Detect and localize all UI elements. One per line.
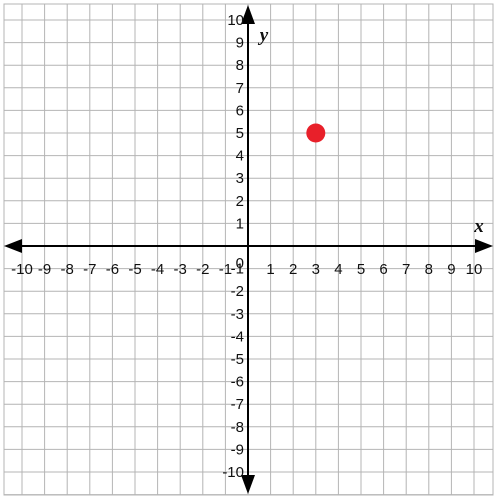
y-tick-label: -9 <box>231 441 244 458</box>
y-tick-label: 2 <box>236 193 244 210</box>
x-tick-label: -6 <box>106 261 119 278</box>
x-tick-label: 7 <box>402 261 410 278</box>
y-tick-label: -10 <box>222 464 244 481</box>
x-tick-label: -10 <box>11 261 33 278</box>
origin-label: 0 <box>236 255 244 272</box>
x-tick-label: 10 <box>466 261 483 278</box>
y-tick-label: 10 <box>227 12 244 29</box>
x-tick-label: 6 <box>379 261 387 278</box>
y-tick-label: -7 <box>231 396 244 413</box>
y-tick-label: 3 <box>236 170 244 187</box>
y-tick-label: -5 <box>231 351 244 368</box>
y-tick-label: 4 <box>236 148 244 165</box>
x-tick-label: 3 <box>312 261 320 278</box>
x-tick-label: 9 <box>447 261 455 278</box>
x-tick-label: -7 <box>83 261 96 278</box>
y-tick-label: 9 <box>236 35 244 52</box>
x-tick-label: -1 <box>219 261 232 278</box>
y-axis-arrow-up <box>241 5 255 24</box>
y-tick-label: -8 <box>231 419 244 436</box>
y-tick-label: 6 <box>236 102 244 119</box>
x-axis-arrow-right <box>475 239 493 253</box>
data-points <box>306 123 326 143</box>
y-tick-label: -4 <box>231 328 244 345</box>
axes <box>4 5 493 494</box>
y-tick-label: -1 <box>231 261 244 278</box>
y-tick-label: 1 <box>236 215 244 232</box>
x-axis-arrow-left <box>4 239 22 253</box>
x-tick-label: 4 <box>334 261 342 278</box>
x-tick-label: 2 <box>289 261 297 278</box>
y-tick-label: -6 <box>231 374 244 391</box>
y-tick-label: 7 <box>236 80 244 97</box>
x-tick-label: -3 <box>174 261 187 278</box>
y-tick-labels: 10 9 8 7 6 5 4 3 2 1 -1 -2 -3 -4 -5 -6 -7 -8 -9 -10 <box>222 12 244 481</box>
x-tick-label: 1 <box>266 261 274 278</box>
x-tick-label: 8 <box>425 261 433 278</box>
x-tick-label: -8 <box>61 261 74 278</box>
data-point <box>306 123 326 143</box>
x-tick-label: -5 <box>128 261 141 278</box>
y-axis-label: y <box>258 25 269 46</box>
x-tick-label: -9 <box>38 261 51 278</box>
y-tick-label: -3 <box>231 306 244 323</box>
x-tick-label: 5 <box>357 261 365 278</box>
y-axis-arrow-down <box>241 475 255 494</box>
x-tick-label: -4 <box>151 261 164 278</box>
y-tick-label: 8 <box>236 57 244 74</box>
y-tick-label: 5 <box>236 125 244 142</box>
y-tick-label: -2 <box>231 283 244 300</box>
x-tick-label: -2 <box>196 261 209 278</box>
x-axis-label: x <box>473 216 484 237</box>
